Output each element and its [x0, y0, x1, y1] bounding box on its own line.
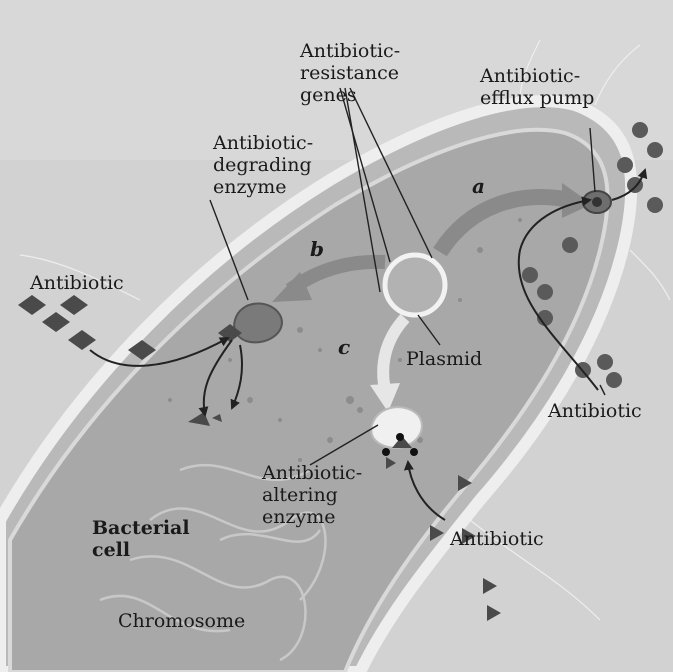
label-bacterial-cell: Bacterial cell [92, 517, 190, 561]
label-plasmid: Plasmid [406, 348, 482, 370]
degrading-enzyme [234, 304, 282, 343]
altering-enzyme [371, 407, 422, 448]
label-antibiotic-left: Antibiotic [30, 272, 124, 294]
plasmid [385, 255, 445, 315]
efflux-pump-core [592, 197, 602, 207]
label-antibiotic-bottom: Antibiotic [450, 528, 544, 550]
label-resistance-genes: Antibiotic- resistance genes [300, 40, 400, 106]
label-path-b: b [310, 238, 324, 260]
label-chromosome: Chromosome [118, 610, 245, 632]
label-antibiotic-right: Antibiotic [548, 400, 642, 422]
label-altering-enzyme: Antibiotic- altering enzyme [262, 462, 362, 528]
label-path-c: c [338, 336, 350, 358]
label-degrading-enzyme: Antibiotic- degrading enzyme [213, 132, 313, 198]
label-path-a: a [472, 175, 485, 197]
label-efflux-pump: Antibiotic- efflux pump [480, 65, 594, 109]
